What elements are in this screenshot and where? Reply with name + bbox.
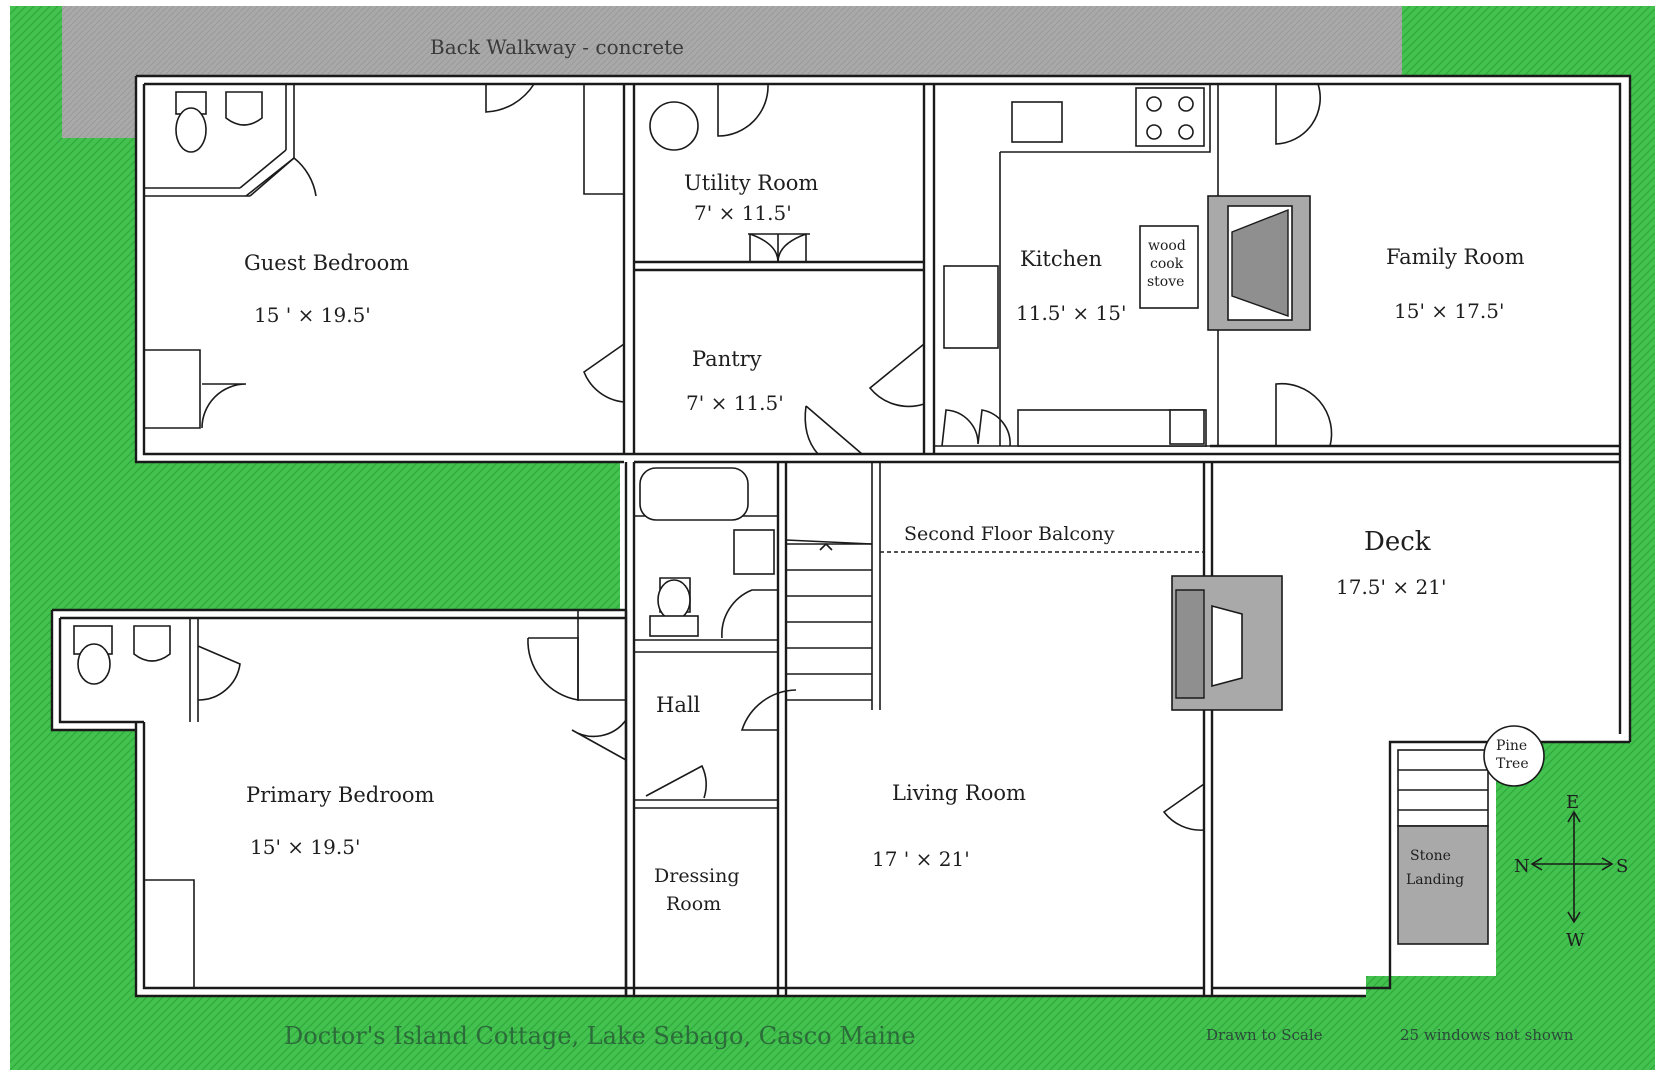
guest-bathroom: [144, 84, 317, 197]
compass-west: W: [1566, 930, 1585, 951]
cottage-title: Doctor's Island Cottage, Lake Sebago, Ca…: [284, 1022, 915, 1050]
pine-label-line2: Tree: [1496, 756, 1529, 772]
pantry-dim: 7' × 11.5': [686, 391, 784, 415]
refrigerator-icon: [943, 265, 999, 349]
pine-label-line1: Pine: [1496, 738, 1527, 754]
kitchen-dim: 11.5' × 15': [1016, 301, 1126, 325]
pine-tree-icon: [1483, 725, 1545, 787]
compass-south: S: [1616, 856, 1628, 877]
family-room-dim: 15' × 17.5': [1394, 299, 1504, 323]
guest-bedroom-name: Guest Bedroom: [244, 251, 409, 275]
guest-toilet-icon: [175, 107, 207, 153]
living-deck-door[interactable]: [1162, 783, 1205, 831]
guest-bedroom-door-north[interactable]: [485, 83, 535, 113]
primary-bath-door[interactable]: [197, 645, 241, 701]
staircase: [785, 462, 881, 710]
kitchen-name: Kitchen: [1020, 247, 1102, 271]
room-labels: Guest Bedroom 15 ' × 19.5' Utility Room …: [244, 171, 1525, 915]
stove-label-line3: stove: [1147, 274, 1184, 290]
compass-north: N: [1514, 856, 1530, 877]
living-room-name: Living Room: [892, 781, 1026, 805]
guest-bedroom-fixtures: [144, 83, 625, 429]
kitchen-north-door[interactable]: [1275, 83, 1321, 145]
hall-door-south[interactable]: [645, 764, 707, 799]
primary-toilet-icon: [77, 643, 111, 685]
guest-bath-door[interactable]: [245, 156, 317, 197]
kitchen-fixtures: wood cook stove: [941, 83, 1321, 447]
landing-label-line1: Stone: [1410, 848, 1451, 864]
primary-bedroom-fixtures: [73, 610, 626, 988]
utility-room-name: Utility Room: [684, 171, 818, 195]
dressing-room-line1: Dressing: [654, 865, 740, 887]
dressing-room-line2: Room: [666, 893, 721, 915]
utility-fixtures: [649, 83, 810, 263]
utility-door[interactable]: [717, 83, 769, 137]
windows-note: 25 windows not shown: [1400, 1026, 1574, 1044]
scale-note: Drawn to Scale: [1206, 1026, 1323, 1044]
kitchen-cabinet-doors[interactable]: [941, 409, 1011, 447]
deck-dim: 17.5' × 21': [1336, 575, 1446, 599]
hall-fixtures: [571, 689, 797, 799]
guest-bedroom-door-east[interactable]: [583, 343, 625, 403]
stone-landing: [1397, 825, 1489, 945]
hall-door-east[interactable]: [740, 689, 797, 731]
guest-bedroom-dim: 15 ' × 19.5': [254, 303, 371, 327]
primary-door-east[interactable]: [571, 719, 627, 761]
compass: E W N S: [1514, 792, 1628, 951]
primary-bedroom-name: Primary Bedroom: [246, 783, 435, 807]
pantry-fixtures: [804, 343, 925, 455]
wood-cook-stove: [1139, 225, 1199, 309]
stove-label-line1: wood: [1148, 238, 1186, 254]
guest-closet-door[interactable]: [201, 383, 247, 429]
water-heater-icon: [649, 101, 699, 151]
living-room-dim: 17 ' × 21': [872, 847, 970, 871]
family-fireplace: [1207, 195, 1333, 447]
balcony-label: Second Floor Balcony: [904, 523, 1115, 545]
deck-steps: [1397, 749, 1489, 827]
walls: [50, 74, 1632, 998]
kitchen-sink-icon: [1011, 101, 1063, 143]
center-bath-door[interactable]: [721, 589, 778, 639]
walkway-label: Back Walkway - concrete: [430, 35, 684, 59]
primary-bedroom-dim: 15' × 19.5': [250, 835, 360, 859]
living-fireplace: [1162, 575, 1283, 831]
family-room-name: Family Room: [1386, 245, 1525, 269]
guest-sink-icon: [225, 91, 263, 126]
center-toilet-icon: [657, 579, 691, 621]
stove-label-line2: cook: [1150, 256, 1184, 272]
dishwasher-icon: [1169, 409, 1205, 445]
hall-name: Hall: [656, 693, 701, 717]
pantry-name: Pantry: [692, 347, 762, 371]
primary-sink-icon: [133, 625, 171, 662]
landing-label-line2: Landing: [1406, 872, 1464, 888]
family-south-door[interactable]: [1275, 382, 1333, 447]
compass-east: E: [1566, 792, 1579, 813]
deck-fixtures: Stone Landing Pine Tree: [1397, 725, 1545, 945]
center-bathroom: [639, 467, 778, 639]
pantry-door-south[interactable]: [804, 405, 863, 455]
center-sink-icon: [733, 529, 775, 575]
range-stove-icon: [1135, 87, 1205, 147]
utility-room-dim: 7' × 11.5': [694, 201, 792, 225]
bathtub-icon: [639, 467, 749, 521]
pantry-door-east[interactable]: [868, 343, 925, 408]
deck-name: Deck: [1364, 527, 1431, 557]
